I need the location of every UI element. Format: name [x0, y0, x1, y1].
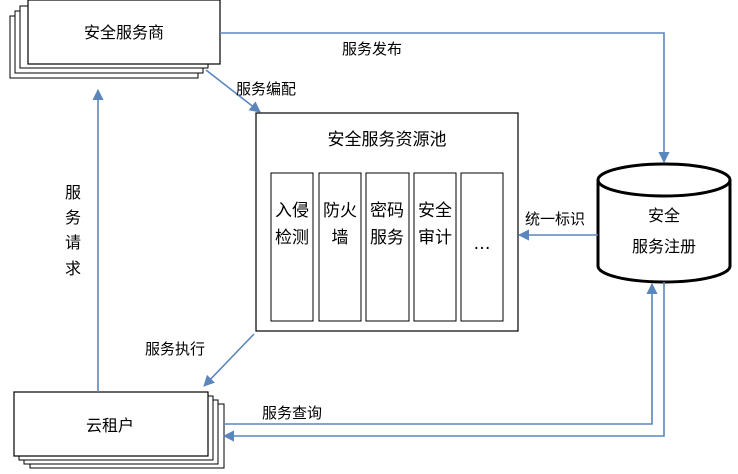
publish-label: 服务发布 [342, 40, 402, 58]
module-security-audit: 安全 审计 [413, 172, 457, 322]
module-label: 入侵 [275, 201, 309, 221]
register-arrow [224, 282, 658, 425]
module-intrusion-detection: 入侵 检测 [270, 172, 314, 322]
request-char: 务 [65, 208, 81, 227]
module-firewall: 防火 墙 [318, 172, 362, 322]
registry-label-line2: 服务注册 [632, 237, 696, 256]
cloud-tenant-box: 云租户 [13, 391, 225, 469]
identify-label: 统一标识 [525, 210, 585, 228]
module-label: 审计 [418, 228, 452, 248]
module-ellipsis: … [474, 234, 491, 254]
module-label: 检测 [275, 228, 309, 248]
module-label: 安全 [418, 201, 452, 221]
module-label: 墙 [332, 228, 349, 248]
module-label: 防火 [323, 201, 357, 221]
security-provider-box: 安全服务商 [9, 0, 221, 79]
service-registry-cylinder: 安全 服务注册 [596, 162, 732, 284]
orchestrate-label: 服务编配 [236, 80, 296, 98]
registry-label-line1: 安全 [648, 206, 680, 225]
publish-arrow [220, 32, 670, 164]
query-label: 服务查询 [262, 404, 322, 422]
provider-label: 安全服务商 [84, 23, 164, 42]
request-char: 请 [65, 233, 81, 252]
query-arrow [222, 282, 665, 442]
module-crypto-service: 密码 服务 [365, 172, 410, 322]
request-char: 求 [65, 259, 81, 278]
module-label: 密码 [370, 201, 404, 221]
execute-arrow [203, 333, 255, 387]
orchestrate-arrow [205, 69, 261, 113]
module-label: 服务 [370, 228, 404, 248]
pool-title: 安全服务资源池 [328, 130, 447, 150]
request-char: 服 [65, 183, 81, 202]
module-more: … [460, 172, 504, 322]
request-label: 服 务 请 求 [65, 183, 81, 278]
tenant-label: 云租户 [86, 416, 134, 435]
execute-label: 服务执行 [145, 340, 205, 358]
edges [92, 32, 670, 442]
